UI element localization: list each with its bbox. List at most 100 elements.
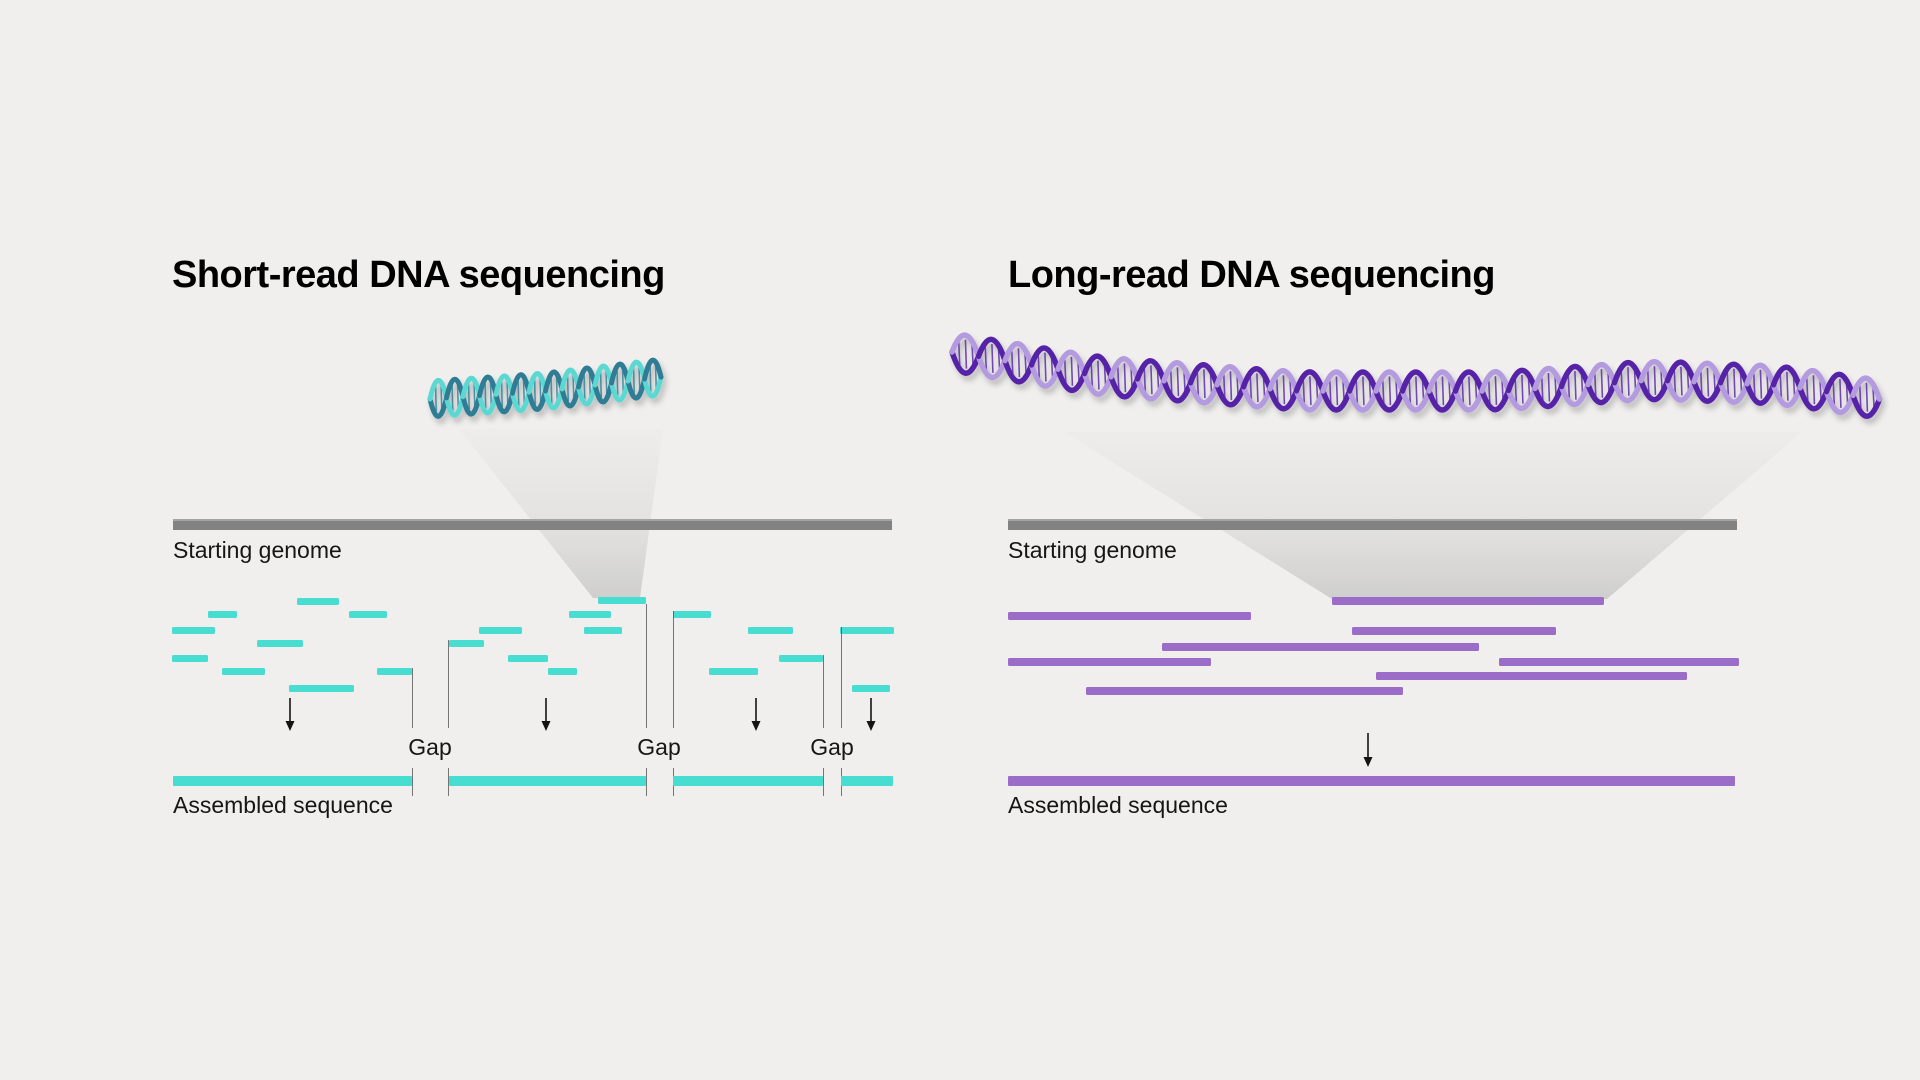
long-read-magnification-beam — [1064, 432, 1802, 599]
short-read-gap-boundary-line — [823, 655, 824, 728]
long-read-helix-strand-back — [1187, 380, 1220, 406]
long-read-helix-rung — [1434, 380, 1438, 404]
long-read-helix-strand-front — [1479, 368, 1512, 394]
short-read-read-fragment — [208, 611, 237, 618]
short-read-read-fragment — [709, 668, 758, 675]
long-read-helix-rung — [1262, 377, 1266, 398]
long-read-helix-strand-back — [1717, 379, 1750, 405]
short-read-helix-strand-back — [609, 378, 631, 403]
short-read-helix-strand-front — [510, 372, 532, 396]
short-read-dna-helix — [427, 357, 664, 419]
long-read-helix-rung — [1872, 387, 1875, 408]
long-read-helix-strand-back — [1558, 381, 1591, 408]
long-read-helix-rung — [1680, 366, 1683, 396]
short-read-read-fragment — [548, 668, 577, 675]
long-read-helix-rung — [1156, 369, 1160, 390]
long-read-helix-rung — [1620, 371, 1624, 395]
short-read-helix-strand-front — [493, 373, 515, 397]
long-read-helix-strand-front — [1717, 361, 1750, 387]
long-read-helix-strand-back — [1850, 392, 1883, 419]
long-read-helix-rung — [1275, 378, 1279, 402]
long-read-helix-rung — [1342, 379, 1345, 401]
long-read-helix-rung — [1090, 363, 1094, 387]
long-read-helix-rung — [997, 348, 1001, 369]
short-read-helix-rung — [638, 367, 641, 391]
long-read-helix-strand-back — [1320, 388, 1353, 413]
long-read-helix-rung — [1183, 371, 1186, 392]
short-read-helix-rung — [473, 383, 476, 407]
long-read-helix-strand-front — [1002, 340, 1035, 368]
long-read-helix-rung — [1050, 357, 1054, 378]
long-read-helix-rung — [1633, 370, 1637, 391]
long-read-helix-strand-back — [1797, 385, 1830, 412]
long-read-helix-strand-back — [1823, 388, 1856, 416]
short-read-read-fragment — [172, 655, 208, 662]
short-read-helix-rung — [456, 384, 460, 409]
long-read-helix-rung — [971, 344, 974, 365]
short-read-helix-strand-back — [526, 388, 548, 413]
long-read-helix-rung — [1574, 371, 1577, 400]
long-read-helix-rung — [1786, 371, 1789, 401]
long-read-helix-rung — [1103, 364, 1107, 386]
long-read-helix-strand-back — [1373, 388, 1406, 413]
long-read-helix-rung — [957, 342, 961, 366]
short-read-helix-rung — [517, 380, 520, 406]
short-read-helix-rung — [566, 376, 570, 402]
short-read-helix-strand-back — [493, 390, 515, 415]
long-read-helix-rung — [1335, 376, 1339, 406]
short-read-helix-strand-front — [576, 365, 598, 390]
long-read-helix-strand-back — [1664, 377, 1697, 403]
short-read-helix-strand-back — [592, 380, 614, 405]
short-read-magnification-beam — [459, 429, 663, 598]
short-read-helix-strand-back — [477, 391, 499, 416]
long-read-helix-strand-front — [1664, 359, 1697, 385]
long-read-helix-strand-front — [1770, 364, 1803, 391]
long-read-helix-rung — [1421, 379, 1425, 401]
long-read-helix-strand-front — [1823, 371, 1856, 399]
starting-genome-bar-short — [173, 519, 892, 530]
assembled-sequence-label-long: Assembled sequence — [1008, 792, 1228, 818]
long-read-helix-rung — [1521, 374, 1524, 404]
long-read-helix-rung — [1752, 373, 1756, 397]
starting-genome-bar-long — [1008, 519, 1737, 530]
long-read-helix-rung — [1779, 374, 1783, 399]
short-read-helix-rung — [506, 381, 509, 405]
short-read-read-fragment — [449, 640, 484, 647]
long-read-helix-rung — [1494, 376, 1498, 405]
short-read-helix-rung — [550, 378, 553, 404]
long-read-helix-strand-front — [1850, 375, 1883, 402]
long-read-helix-rung — [1229, 371, 1233, 401]
long-read-helix-rung — [1713, 371, 1716, 392]
long-read-helix-rung — [1116, 366, 1120, 390]
short-read-gap-label: Gap — [408, 734, 452, 760]
long-read-read-fragment — [1008, 612, 1251, 620]
long-read-helix-strand-front — [1055, 349, 1088, 377]
long-read-helix-rung — [1832, 381, 1836, 406]
short-read-helix-strand-front — [526, 371, 548, 395]
long-read-helix-strand-back — [1055, 366, 1088, 394]
short-read-read-fragment — [598, 597, 646, 604]
short-read-down-arrow-head — [751, 721, 761, 731]
long-read-helix-rung — [1733, 368, 1736, 398]
long-read-helix-strand-back — [1161, 378, 1194, 404]
long-read-helix-strand-front — [1585, 361, 1618, 388]
long-read-helix-rung — [1037, 355, 1041, 379]
long-read-helix-strand-back — [1770, 382, 1803, 409]
long-read-helix-strand-front — [1267, 367, 1300, 394]
short-read-helix-rung — [588, 373, 592, 397]
long-read-helix-rung — [1070, 356, 1074, 386]
long-read-helix-rung — [1627, 367, 1630, 396]
long-read-helix-rung — [1653, 366, 1657, 395]
long-read-helix-strand-front — [1691, 360, 1724, 386]
long-read-helix-strand-front — [1399, 369, 1432, 394]
short-read-helix-strand-front — [559, 367, 581, 392]
long-read-helix-rung — [984, 346, 988, 370]
short-read-helix-rung — [484, 383, 487, 409]
short-read-assembled-sequence-segment — [173, 776, 412, 786]
long-read-helix-strand-front — [975, 336, 1008, 364]
long-read-helix-strand-back — [949, 349, 982, 376]
long-read-helix-rung — [1282, 375, 1286, 405]
long-read-helix-strand-front — [1187, 362, 1220, 388]
long-read-read-fragment — [1376, 672, 1687, 680]
